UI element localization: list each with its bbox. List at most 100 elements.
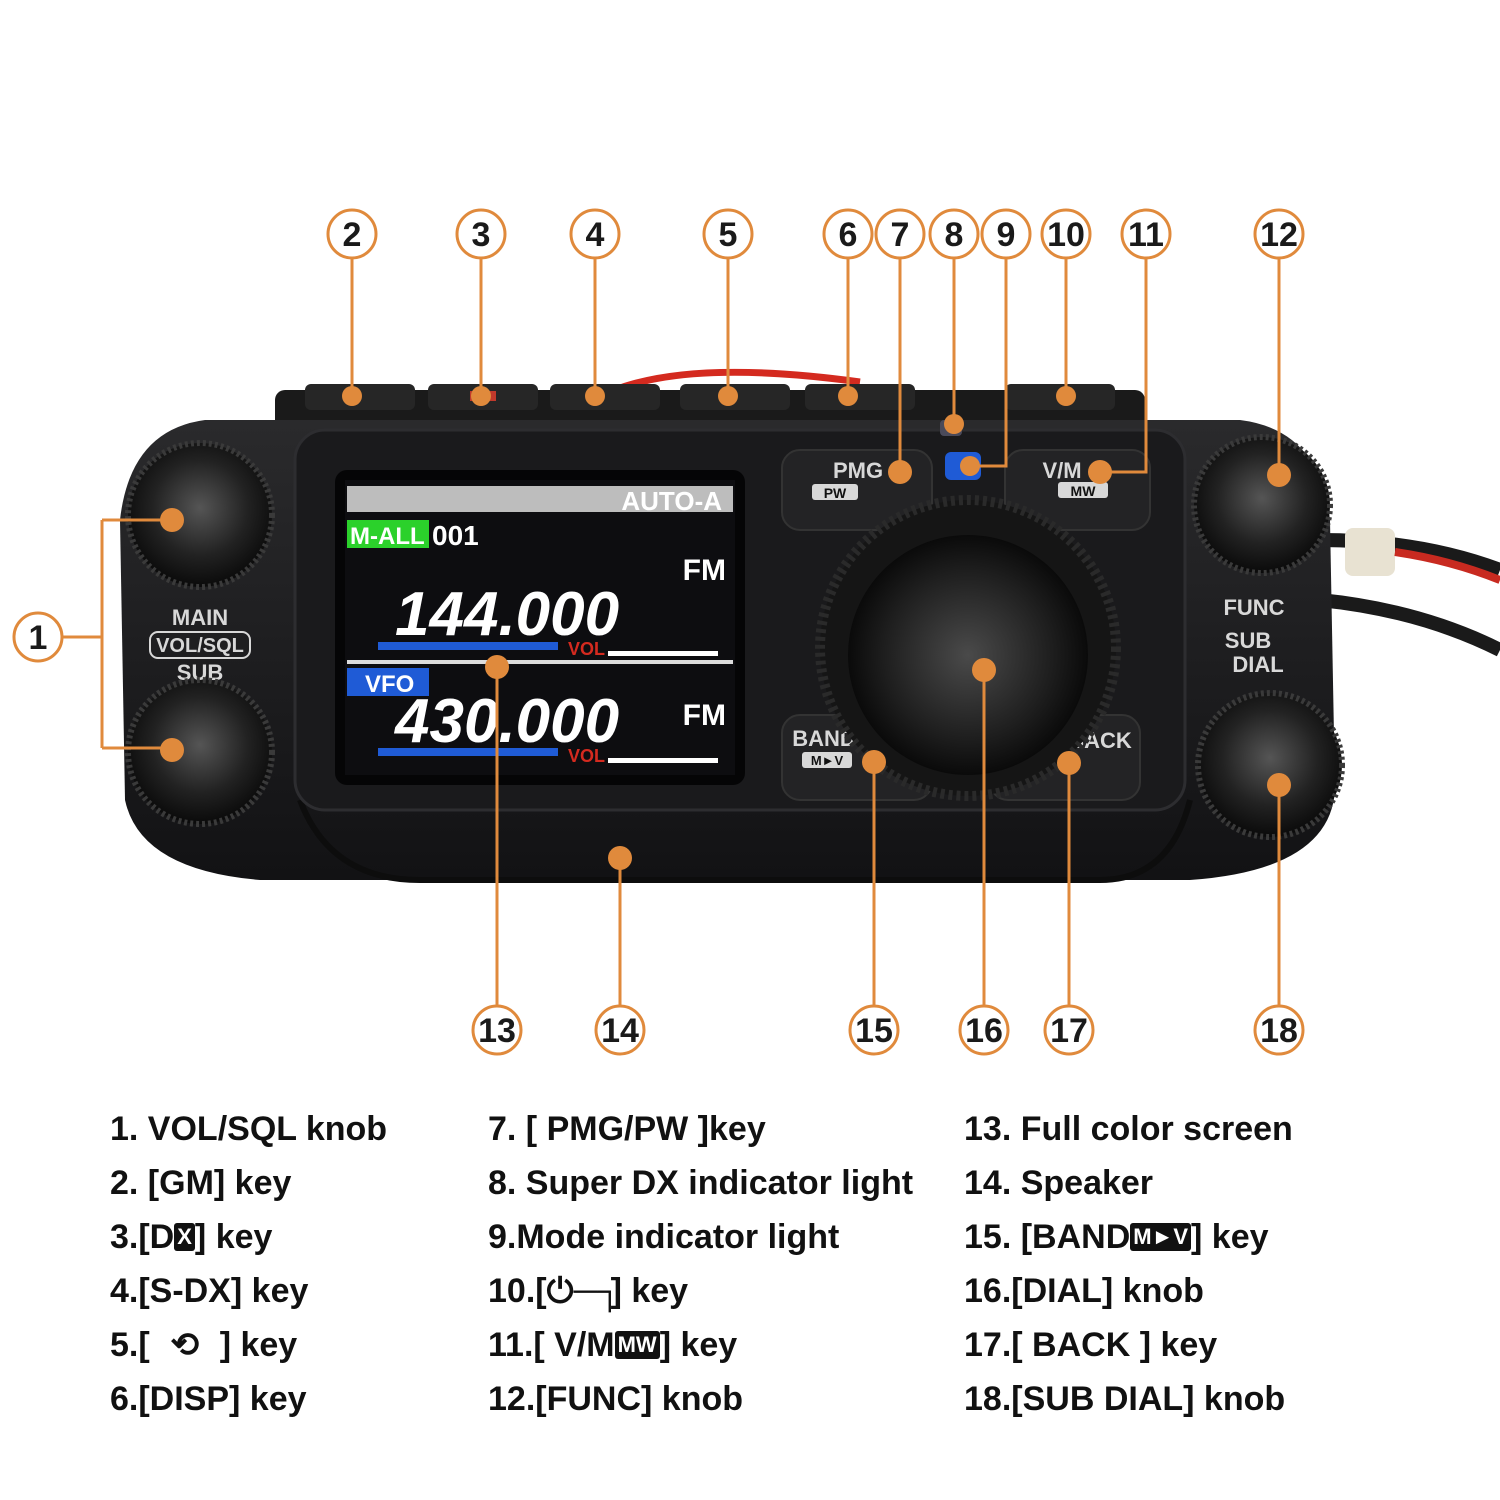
band-a-mode: FM [683,554,726,587]
legend-item-11-text: 11.[ V/M [488,1326,615,1364]
band-a-vol: VOL [568,639,605,659]
callout-num-4: 4 [586,216,605,254]
dot-17 [1057,751,1081,775]
callout-numbers: 1 2 3 4 5 6 7 8 9 10 11 12 13 14 15 16 1… [29,216,1298,1050]
main-vol-sql-knob[interactable] [125,440,275,590]
dot-11 [1088,460,1112,484]
legend-item-3-tail: ] key [194,1218,273,1256]
dot-1a [160,508,184,532]
callout-circle-9 [980,208,1032,260]
sub-dial-knob[interactable] [1195,690,1345,840]
dot-12 [1267,463,1291,487]
mem-tag-label: M-ALL [350,523,425,550]
callout-num-2: 2 [343,216,362,254]
callout-circle-6 [822,208,874,260]
legend-item-8: 8. Super DX indicator light [488,1164,914,1202]
band-b-frequency: 430.000 [393,687,619,756]
legend-item-7: 7. [ PMG/PW ]key [488,1110,766,1148]
callout-circle-13 [471,1004,523,1056]
callout-num-7: 7 [891,216,910,254]
mw-badge [1058,482,1108,498]
sub-vol-sql-knob[interactable] [125,677,275,827]
dot-15 [862,750,886,774]
dot-6 [838,386,858,406]
band-b-vol-bar [608,758,718,763]
callout-circle-10 [1040,208,1092,260]
mem-channel: 001 [432,520,479,551]
func-knob[interactable] [1191,434,1333,576]
legend-item-2: 2. [GM] key [110,1164,292,1202]
callout-circle-2 [326,208,378,260]
dot-2 [342,386,362,406]
dot-14 [608,846,632,870]
vol-sql-label: VOL/SQL [156,635,244,657]
legend-column-2: 7. [ PMG/PW ]key 8. Super DX indicator l… [488,1102,913,1426]
legend-item-13: 13. Full color screen [964,1110,1293,1148]
legend-item-10: 10.[⏻─┐] key [488,1264,913,1318]
main-label: MAIN [172,605,228,630]
power-cable-2 [1319,593,1500,657]
power-key-icon: ⏻─┐ [546,1272,622,1310]
callout-circle-16 [958,1004,1010,1056]
dot-8 [944,414,964,434]
sdx-key[interactable] [550,384,660,410]
legend-item-5: 5.[⟲] key [110,1318,387,1372]
leader-9 [970,258,1008,468]
legend-item-6: 6.[DISP] key [110,1380,307,1418]
legend-item-1: 1. VOL/SQL knob [110,1110,388,1148]
vfo-tag-label: VFO [365,671,414,698]
callout-circle-11 [1120,208,1172,260]
dot-13 [485,655,509,679]
legend-item-5-text: 5.[ [110,1326,150,1364]
cable-connector [1345,528,1395,576]
dot-3 [471,386,491,406]
legend-item-14: 14. Speaker [964,1164,1154,1202]
callout-num-14: 14 [601,1012,639,1050]
dot-10 [1056,386,1076,406]
red-cable [618,368,861,392]
mv-badge-legend: M►V [1130,1223,1192,1251]
callout-leaders [62,258,1281,1005]
callout-dots [160,386,1291,870]
legend-item-16: 16.[DIAL] knob [964,1272,1204,1310]
pw-label: PW [824,485,847,501]
legend-item-3-text: 3.[D [110,1218,175,1256]
body-lower-rim [297,798,1193,883]
legend-item-5-tail: ] key [219,1326,298,1364]
callout-circle-18 [1253,1004,1305,1056]
red-wire [1394,548,1500,584]
legend-item-10-text: 10.[ [488,1272,547,1310]
callout-num-1: 1 [29,619,48,657]
legend-item-12: 12.[FUNC] knob [488,1380,743,1418]
vfo-tag [347,668,429,696]
callout-circle-7 [874,208,926,260]
callout-num-3: 3 [472,216,491,254]
callout-num-18: 18 [1260,1012,1298,1050]
callout-num-13: 13 [478,1012,516,1050]
screen-divider [347,660,733,664]
band-b-s-meter [378,748,558,756]
mv-badge [802,752,852,768]
callout-circle-15 [848,1004,900,1056]
callout-circles [12,208,1305,1056]
dx-x-badge: X [174,1223,195,1251]
callout-circle-8 [928,208,980,260]
screen-top-bar [347,486,733,512]
callout-num-11: 11 [1128,216,1164,254]
band-a-vol-bar [608,651,718,656]
dot-5 [718,386,738,406]
main-dial-face [848,535,1088,775]
dot-1b [160,738,184,762]
disp-key[interactable] [805,384,915,410]
mv-label: M►V [811,753,844,768]
screen-mode-auto: AUTO-A [621,486,722,516]
legend-item-9: 9.Mode indicator light [488,1218,840,1256]
callout-circle-5 [702,208,754,260]
vol-sql-label-box [149,631,251,659]
callout-circle-4 [569,208,621,260]
